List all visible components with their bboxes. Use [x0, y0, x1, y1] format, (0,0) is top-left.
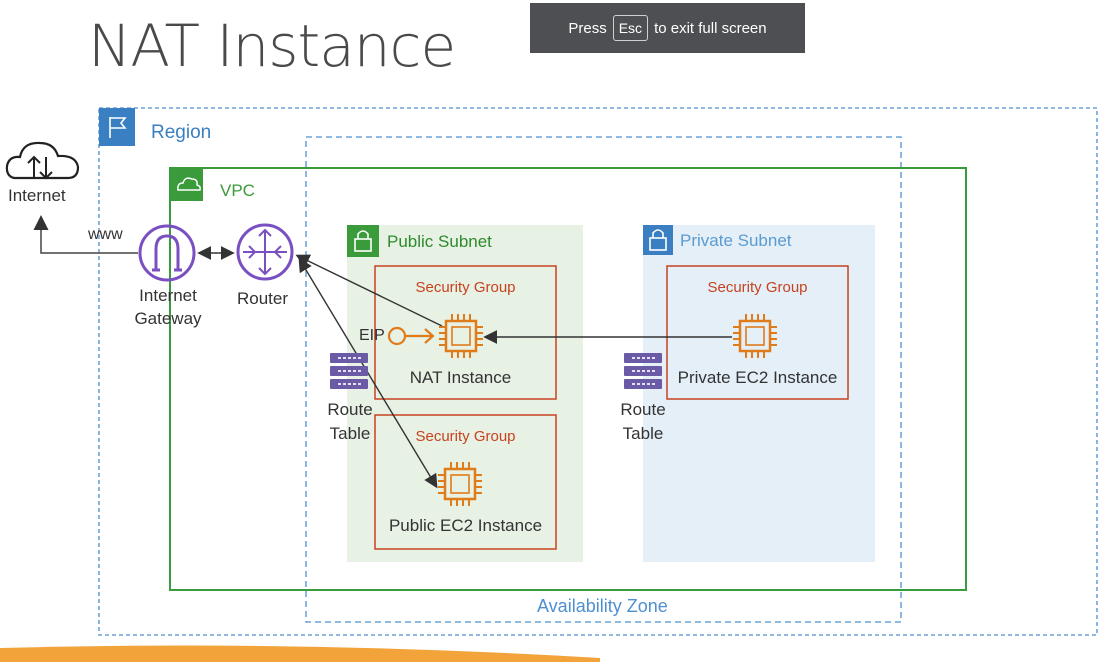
route-table-label-line2: Table — [622, 424, 664, 443]
padlock-icon — [354, 238, 372, 252]
private-security-group-label: Security Group — [707, 279, 808, 296]
ec2-chip-icon — [438, 462, 482, 506]
slide-accent-bar — [0, 645, 600, 662]
private-security-group-box — [666, 265, 849, 400]
internet-link — [33, 215, 138, 254]
esc-key[interactable]: Esc — [612, 15, 649, 41]
private-ec2-instance-label[interactable]: Private EC2 Instance — [677, 368, 838, 387]
private-subnet-area — [643, 225, 875, 562]
private-route-table-label: Route Table — [613, 400, 673, 444]
public-security-group-label: Security Group — [415, 428, 516, 445]
ec2-chip-icon — [439, 314, 483, 358]
ec2-chip-icon — [733, 314, 777, 358]
route-table-label-line1: Route — [620, 400, 666, 419]
padlock-icon — [649, 237, 667, 251]
region-boundary — [98, 107, 1098, 636]
internet-gateway-label-line2: Gateway — [134, 309, 202, 328]
region-label: Region — [151, 122, 212, 143]
nat-instance-label[interactable]: NAT Instance — [409, 368, 512, 387]
availability-zone-label: Availability Zone — [537, 596, 668, 616]
flag-icon — [109, 117, 127, 138]
banner-suffix-text: to exit full screen — [654, 19, 767, 37]
banner-press-text: Press — [568, 19, 607, 37]
router-label: Router — [237, 289, 289, 308]
vpc-label: VPC — [220, 181, 255, 200]
region-badge — [99, 108, 135, 146]
public-route-table-label: Route Table — [320, 400, 380, 444]
internet-gateway-label: Internet Gateway — [118, 286, 218, 329]
internet-label: Internet — [8, 186, 66, 205]
route-table-icon — [624, 353, 662, 389]
eip-label: EIP — [359, 327, 385, 344]
www-label: www — [88, 226, 123, 243]
route-table-icon — [330, 353, 368, 389]
public-ec2-instance-label[interactable]: Public EC2 Instance — [388, 516, 543, 535]
slide-title: NAT Instance — [88, 12, 456, 80]
cloud-lock-icon — [177, 177, 201, 191]
elastic-ip-icon — [387, 326, 435, 346]
cloud-upload-download-icon — [5, 141, 80, 180]
nat-security-group-label: Security Group — [415, 279, 516, 296]
vpc-badge — [170, 168, 203, 201]
internet-gateway-label-line1: Internet — [139, 286, 197, 305]
public-subnet-badge — [347, 225, 379, 257]
public-subnet-area — [347, 225, 583, 562]
private-subnet-label: Private Subnet — [680, 231, 792, 250]
route-table-label-line2: Table — [329, 424, 371, 443]
public-subnet-label: Public Subnet — [387, 232, 492, 251]
fullscreen-exit-banner: Press Esc to exit full screen — [530, 3, 805, 53]
internet-gateway-icon — [138, 224, 196, 282]
route-table-label-line1: Route — [327, 400, 373, 419]
vpc-boundary — [169, 167, 967, 591]
router-icon — [236, 223, 294, 281]
